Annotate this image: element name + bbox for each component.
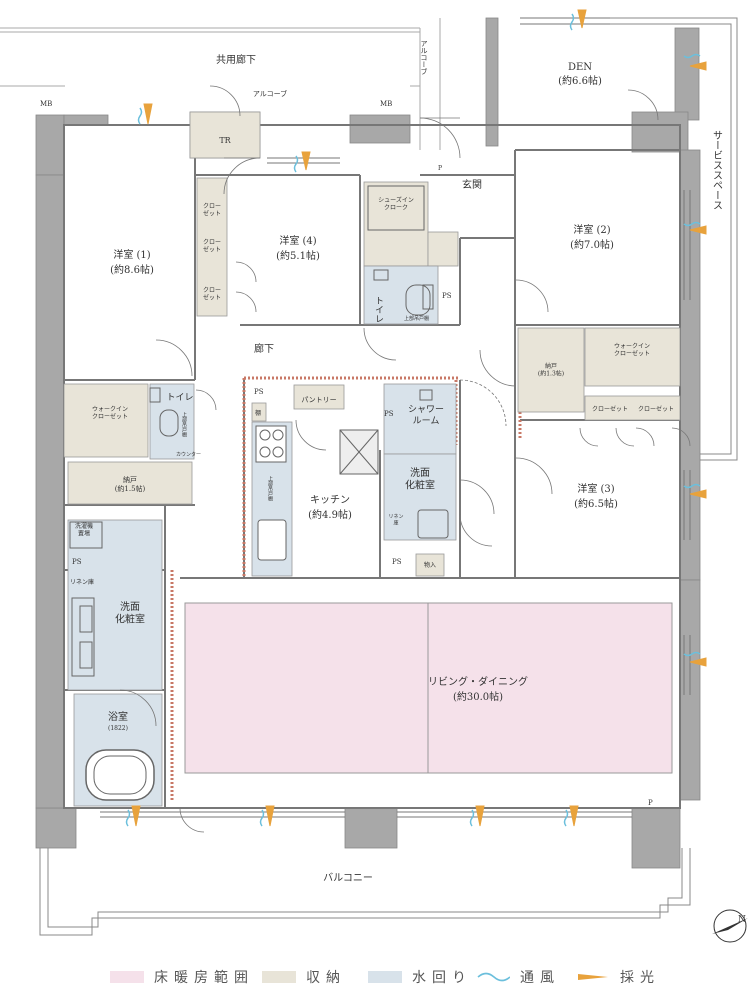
- label-room4-name: 洋室 (4): [279, 234, 316, 247]
- daylight-legend-icon: [578, 974, 608, 980]
- label-living-size: (約30.0帖): [453, 690, 503, 703]
- label-linen-left: リネン庫: [70, 578, 94, 586]
- label-ps-kitchen: PS: [254, 388, 264, 396]
- label-corridor: 廊下: [254, 342, 274, 355]
- label-walkin-left: ウォークインクローゼット: [92, 405, 128, 421]
- ventilation-legend-icon: [477, 972, 510, 982]
- plan-labels: 共用廊下 アルコーブ MB MB TR アルコーブ DEN (約6.6帖) 玄関…: [40, 40, 723, 884]
- label-laundry: 洗濯機置場: [75, 522, 93, 538]
- label-room1-size: (約8.6帖): [110, 263, 154, 276]
- label-service-space: サービススペース: [711, 130, 723, 210]
- label-room1-name: 洋室 (1): [113, 248, 150, 261]
- legend-ventilation: 通風: [476, 962, 560, 992]
- label-p-top: P: [438, 165, 442, 172]
- label-closet-right-2: クローゼット: [638, 405, 674, 413]
- legend: 床暖房範囲 収納 水回り 通風 採光: [0, 962, 753, 992]
- label-storage-large: 納戸(約1.5帖): [115, 475, 146, 493]
- label-ps-island: PS: [384, 410, 394, 418]
- label-upper-shelf-left: 上部吊戸棚: [181, 411, 187, 438]
- label-bath-size: (1822): [108, 725, 128, 732]
- label-linen-center: リネン庫: [388, 514, 403, 526]
- storage-areas: [63, 111, 681, 577]
- legend-label-storage: 収納: [306, 970, 346, 986]
- label-closet-b: クローゼット: [203, 239, 221, 254]
- north-arrow-icon: N: [712, 909, 748, 943]
- legend-swatch-water: [368, 971, 402, 983]
- legend-label-ventilation: 通風: [520, 970, 560, 986]
- label-corridor-common: 共用廊下: [216, 53, 256, 66]
- label-balcony: バルコニー: [323, 872, 373, 884]
- legend-swatch-floor-heating: [110, 971, 144, 983]
- legend-label-floor-heating: 床暖房範囲: [154, 970, 254, 986]
- label-room3-size: (約6.5帖): [574, 497, 618, 510]
- label-upper-shelf-kitchen: 上部吊戸棚: [267, 475, 273, 502]
- label-kitchen-name: キッチン: [310, 494, 350, 506]
- balcony-outline: [39, 848, 691, 936]
- daylight-arrow-icon: [131, 9, 707, 827]
- doors: [119, 85, 691, 833]
- label-counter: カウンター: [176, 451, 201, 458]
- label-room3-name: 洋室 (3): [577, 482, 614, 495]
- label-washroom-center: 洗面化粧室: [405, 467, 435, 492]
- legend-label-water: 水回り: [412, 970, 472, 986]
- label-living-name: リビング・ダイニング: [428, 675, 528, 688]
- label-genkan: 玄関: [462, 178, 482, 191]
- label-room2-size: (約7.0帖): [570, 238, 614, 251]
- label-ps-lower: PS: [392, 558, 402, 566]
- label-p-living: P: [648, 799, 653, 807]
- label-bath-name: 浴室: [108, 710, 128, 723]
- label-den-size: (約6.6帖): [558, 74, 602, 87]
- label-shower-room: シャワールーム: [408, 405, 444, 426]
- legend-water: 水回り: [368, 962, 472, 992]
- label-closet-right-1: クローゼット: [592, 405, 628, 413]
- service-space-outline: [610, 17, 738, 461]
- legend-storage: 収納: [262, 962, 346, 992]
- legend-label-daylight: 採光: [620, 970, 660, 986]
- label-closet-a: クローゼット: [203, 203, 221, 218]
- svg-text:N: N: [738, 915, 746, 925]
- label-shoes-closet: シューズインクローク: [378, 196, 414, 212]
- label-storage-mono: 物入: [424, 561, 436, 569]
- label-ps-upper: PS: [442, 292, 452, 300]
- label-toilet-left: トイレ: [166, 393, 193, 403]
- label-washroom-left: 洗面化粧室: [115, 601, 145, 626]
- common-corridor-lines: [0, 18, 441, 150]
- label-mb-right: MB: [380, 100, 392, 108]
- label-ps-left: PS: [72, 558, 82, 566]
- label-room2-name: 洋室 (2): [573, 223, 610, 236]
- label-walkin-right: ウォークインクローゼット: [614, 342, 650, 358]
- label-mb-left: MB: [40, 100, 52, 108]
- label-upper-shelf-upper: 上部吊戸棚: [404, 315, 429, 322]
- ventilation-wave-icon: [125, 13, 701, 827]
- label-kitchen-size: (約4.9帖): [308, 508, 352, 521]
- label-storage-small: 納戸(約1.3帖): [538, 362, 564, 378]
- label-den-name: DEN: [568, 62, 592, 73]
- label-shelf: 棚: [255, 409, 261, 417]
- label-tr: TR: [219, 136, 231, 145]
- legend-swatch-storage: [262, 971, 296, 983]
- label-alcove-top: アルコーブ: [253, 89, 287, 98]
- legend-floor-heating: 床暖房範囲: [110, 962, 254, 992]
- label-pantry: パントリー: [301, 396, 336, 404]
- windows: [100, 17, 691, 818]
- label-closet-c: クローゼット: [203, 287, 221, 302]
- label-room4-size: (約5.1帖): [276, 249, 320, 262]
- label-alcove-side: アルコーブ: [420, 40, 428, 75]
- legend-daylight: 採光: [576, 962, 660, 992]
- label-toilet-upper: トイレ: [373, 296, 384, 323]
- fixtures: [69, 185, 449, 801]
